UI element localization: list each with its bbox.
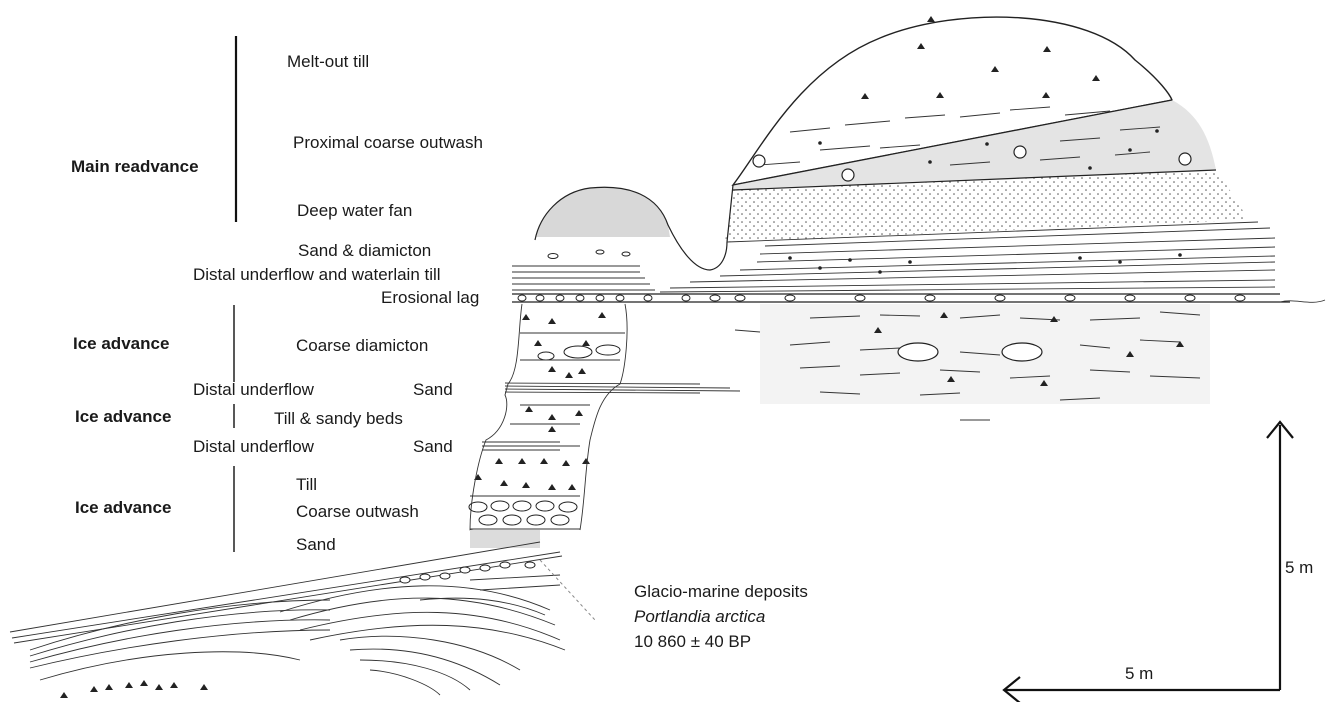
glacio-marine-species: Portlandia arctica xyxy=(634,607,765,626)
left-column-beds xyxy=(470,333,740,529)
distal-underflow-label-2: Distal underflow xyxy=(193,437,315,456)
ice-advance-label-1: Ice advance xyxy=(73,334,169,353)
glacio-marine-title: Glacio-marine deposits xyxy=(634,582,808,601)
proximal-coarse-outwash-label: Proximal coarse outwash xyxy=(293,133,483,152)
left-hill-fan xyxy=(535,187,670,237)
coarse-outwash-label: Coarse outwash xyxy=(296,502,419,521)
ice-advance-label-3: Ice advance xyxy=(75,498,171,517)
erosional-lag-label: Erosional lag xyxy=(381,288,479,307)
sand-diamicton-label: Sand & diamicton xyxy=(298,241,431,260)
sand-label-1: Sand xyxy=(413,380,453,399)
glacio-marine-clasts xyxy=(60,680,208,698)
erosional-lag-bed xyxy=(512,294,1290,302)
deep-water-fan-label: Deep water fan xyxy=(297,201,412,220)
horizontal-scale-label: 5 m xyxy=(1125,664,1153,683)
ice-advance-label-2: Ice advance xyxy=(75,407,171,426)
fault-line xyxy=(540,560,595,620)
distal-underflow-label-1: Distal underflow xyxy=(193,380,315,399)
vertical-scale-label: 5 m xyxy=(1285,558,1313,577)
sand-diamicton-clasts xyxy=(548,250,630,259)
lower-sand-fill xyxy=(470,530,540,548)
glacio-marine-beds xyxy=(10,542,565,695)
glacio-marine-pebbles xyxy=(400,562,535,583)
left-column-boulders xyxy=(469,345,620,525)
sand-label-2: Sand xyxy=(413,437,453,456)
distal-underflow-waterlain-label: Distal underflow and waterlain till xyxy=(193,265,441,284)
till-sandy-beds-label: Till & sandy beds xyxy=(274,409,403,428)
scale-bar xyxy=(1004,422,1293,702)
melt-out-till-label: Melt-out till xyxy=(287,52,369,71)
glacio-marine-date: 10 860 ± 40 BP xyxy=(634,632,751,651)
left-laminae xyxy=(512,266,655,290)
coarse-diamicton-label: Coarse diamicton xyxy=(296,336,428,355)
main-readvance-label: Main readvance xyxy=(71,157,199,176)
till-label: Till xyxy=(296,475,317,494)
sand-label-3: Sand xyxy=(296,535,336,554)
erosional-lag-pebbles xyxy=(518,295,1245,301)
left-column-clasts xyxy=(474,312,606,490)
